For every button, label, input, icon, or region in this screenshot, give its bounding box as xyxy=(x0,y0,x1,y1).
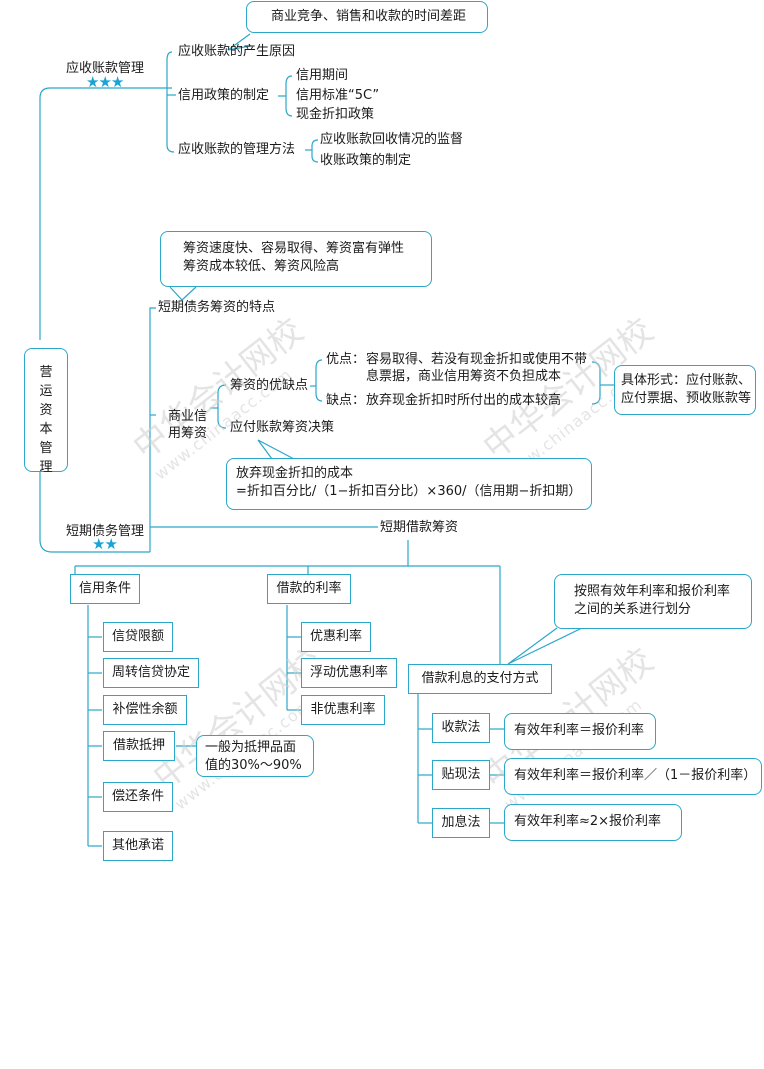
receivables-title: 应收账款管理 xyxy=(66,61,145,76)
payable-decision-label: 应付账款筹资决策 xyxy=(230,420,335,435)
node-label: 信贷限额 xyxy=(111,629,164,644)
callout-line: 筹资速度快、容易取得、筹资富有弹性 xyxy=(183,241,405,256)
formula-expression: =折扣百分比/（1−折扣百分比）×360/（信用期−折扣期） xyxy=(236,484,582,499)
discount-method-formula: 有效年利率＝报价利率／（1－报价利率） xyxy=(504,758,762,795)
pros-label: 优点： xyxy=(326,352,366,367)
receivables-cause: 应收账款的产生原因 xyxy=(178,44,296,59)
credit-terms-node: 信用条件 xyxy=(70,574,140,604)
cash-discount-policy: 现金折扣政策 xyxy=(296,107,375,122)
prime-rate-node: 优惠利率 xyxy=(301,622,371,652)
note-line: 之间的关系进行划分 xyxy=(574,602,692,617)
payable-forms-box: 具体形式：应付账款、 应付票据、预收账款等 xyxy=(614,365,756,415)
credit-limit-node: 信贷限额 xyxy=(103,622,173,652)
node-label: 借款抵押 xyxy=(112,738,165,753)
node-label: 信用条件 xyxy=(78,581,131,596)
root-label: 营运资本管理 xyxy=(39,365,53,475)
add-on-method-formula: 有效年利率≈2×报价利率 xyxy=(504,804,682,841)
forms-line: 具体形式：应付账款、 xyxy=(621,373,752,388)
collection-policy: 收账政策的制定 xyxy=(320,153,412,168)
credit-policy-label: 信用政策的制定 xyxy=(178,88,270,103)
node-label: 加息法 xyxy=(441,815,481,830)
collection-method-formula: 有效年利率＝报价利率 xyxy=(504,713,656,750)
payment-note: 按照有效年利率和报价利率 之间的关系进行划分 xyxy=(554,574,752,629)
node-label: 非优惠利率 xyxy=(310,702,376,717)
loan-rate-node: 借款的利率 xyxy=(267,574,351,604)
node-label: 借款利息的支付方式 xyxy=(421,671,539,686)
forms-line: 应付票据、预收账款等 xyxy=(621,391,752,406)
discount-cost-formula-box: 放弃现金折扣的成本 =折扣百分比/（1−折扣百分比）×360/（信用期−折扣期） xyxy=(226,458,592,510)
interest-payment-node: 借款利息的支付方式 xyxy=(408,664,552,694)
receivables-callout: 商业竞争、销售和收款的时间差距 xyxy=(246,1,488,33)
node-label: 优惠利率 xyxy=(309,629,362,644)
star-rating-2: ★★ xyxy=(92,535,118,553)
formula-text: 有效年利率＝报价利率 xyxy=(514,723,645,738)
loan-collateral-node: 借款抵押 xyxy=(103,731,175,761)
add-on-method-node: 加息法 xyxy=(432,808,490,838)
formula-text: 有效年利率＝报价利率／（1－报价利率） xyxy=(514,768,757,783)
node-label: 借款的利率 xyxy=(276,581,342,596)
pros-text-2: 息票据，商业信用筹资不负担成本 xyxy=(366,369,562,384)
receivables-methods-label: 应收账款的管理方法 xyxy=(178,142,296,157)
short-loan-label: 短期借款筹资 xyxy=(380,520,459,535)
root-node: 营运资本管理 xyxy=(24,348,68,475)
non-prime-rate-node: 非优惠利率 xyxy=(301,695,385,725)
cons-label: 缺点： xyxy=(326,393,366,408)
node-label: 收款法 xyxy=(441,720,481,735)
repayment-terms-node: 偿还条件 xyxy=(103,782,173,812)
trade-credit-label-2: 用筹资 xyxy=(168,426,208,441)
collection-method-node: 收款法 xyxy=(432,713,490,743)
features-callout: 筹资速度快、容易取得、筹资富有弹性 筹资成本较低、筹资风险高 xyxy=(160,231,432,287)
note-line: 值的30%～90% xyxy=(205,758,302,773)
note-line: 一般为抵押品面 xyxy=(205,740,297,755)
note-line: 按照有效年利率和报价利率 xyxy=(574,584,731,599)
pros-cons-label: 筹资的优缺点 xyxy=(230,378,309,393)
node-label: 补偿性余额 xyxy=(112,702,178,717)
short-debt-features-label: 短期债务筹资的特点 xyxy=(158,300,276,315)
compensating-balance-node: 补偿性余额 xyxy=(103,695,187,725)
node-label: 其他承诺 xyxy=(111,838,164,853)
node-label: 偿还条件 xyxy=(111,789,164,804)
other-commitments-node: 其他承诺 xyxy=(103,831,173,861)
trade-credit-label-1: 商业信 xyxy=(168,409,208,424)
cons-text: 放弃现金折扣时所付出的成本较高 xyxy=(366,393,562,408)
credit-period: 信用期间 xyxy=(296,68,349,83)
floating-prime-rate-node: 浮动优惠利率 xyxy=(301,658,397,688)
node-label: 周转信贷协定 xyxy=(111,665,190,680)
node-label: 浮动优惠利率 xyxy=(309,665,388,680)
callout-text: 商业竞争、销售和收款的时间差距 xyxy=(271,9,467,24)
callout-line: 筹资成本较低、筹资风险高 xyxy=(183,259,340,274)
node-label: 贴现法 xyxy=(441,767,481,782)
short-debt-title: 短期债务管理 xyxy=(66,524,145,539)
revolving-credit-node: 周转信贷协定 xyxy=(103,658,199,688)
discount-method-node: 贴现法 xyxy=(432,760,490,790)
formula-title: 放弃现金折扣的成本 xyxy=(236,466,354,481)
formula-text: 有效年利率≈2×报价利率 xyxy=(514,814,662,829)
credit-standard-5c: 信用标准“5C” xyxy=(296,88,380,103)
collateral-note: 一般为抵押品面 值的30%～90% xyxy=(196,735,314,777)
collection-monitoring: 应收账款回收情况的监督 xyxy=(320,132,464,147)
pros-text-1: 容易取得、若没有现金折扣或使用不带 xyxy=(366,352,588,367)
star-rating-3: ★★★ xyxy=(86,73,124,91)
